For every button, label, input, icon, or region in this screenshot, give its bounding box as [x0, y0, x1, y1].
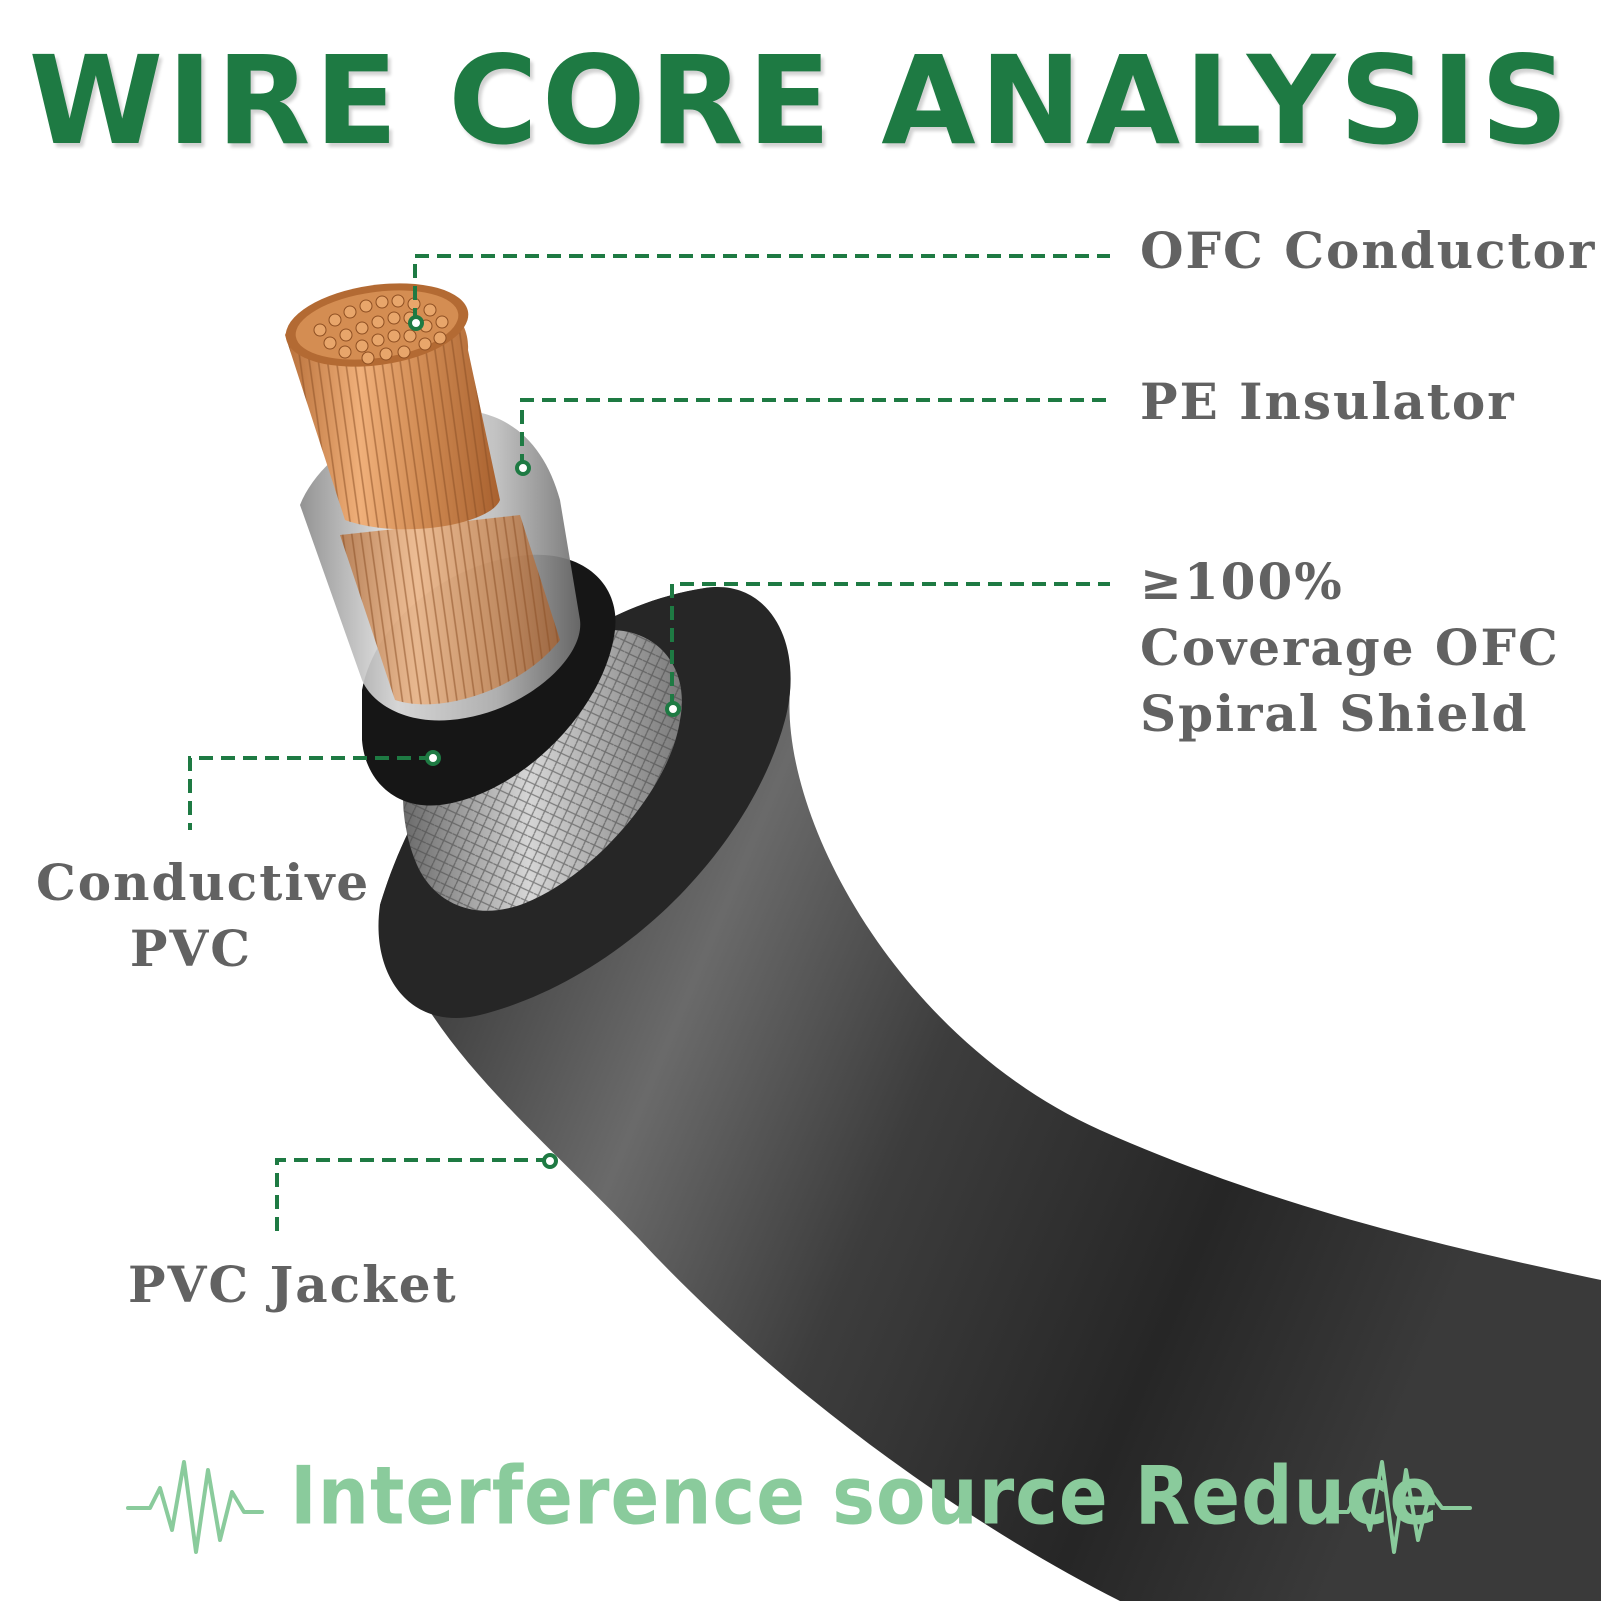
leader-line-pe-insulator: [520, 398, 1108, 468]
waveform-icon-left: [126, 1460, 264, 1554]
dot-pe-insulator: [515, 460, 531, 476]
label-conductive-pvc-line1: Conductive: [36, 853, 371, 912]
label-conductive-pvc: Conductive PVC: [36, 850, 371, 982]
dot-ofc-conductor: [408, 315, 424, 331]
label-conductive-pvc-line2: PVC: [129, 919, 253, 978]
dot-conductive-pvc: [425, 750, 441, 766]
dot-pvc-jacket: [542, 1153, 558, 1169]
leader-dots: [408, 315, 681, 1169]
leader-line-conductive-pvc: [188, 756, 433, 830]
leader-lines: [188, 254, 1110, 1232]
leader-line-pvc-jacket: [275, 1158, 550, 1232]
leader-line-ofc-conductor: [413, 254, 1110, 322]
label-pe-insulator: PE Insulator: [1140, 372, 1516, 431]
footer-slogan: Interference source Reduce: [290, 1448, 1440, 1543]
dot-spiral-shield: [665, 701, 681, 717]
label-pvc-jacket: PVC Jacket: [128, 1255, 458, 1314]
label-spiral-shield-line2: Coverage OFC: [1140, 618, 1560, 677]
ofc-conductor-core: [285, 283, 500, 530]
label-spiral-shield-line1: ≥100%: [1140, 552, 1344, 611]
label-spiral-shield-line3: Spiral Shield: [1140, 684, 1529, 743]
page-title: WIRE CORE ANALYSIS: [28, 30, 1573, 172]
label-ofc-conductor: OFC Conductor: [1140, 221, 1597, 280]
label-spiral-shield: ≥100% Coverage OFC Spiral Shield: [1140, 549, 1560, 747]
leader-line-spiral-shield: [670, 582, 1110, 708]
waveform-icon-right: [1328, 1460, 1472, 1554]
copper-strand-texture: [340, 515, 560, 705]
